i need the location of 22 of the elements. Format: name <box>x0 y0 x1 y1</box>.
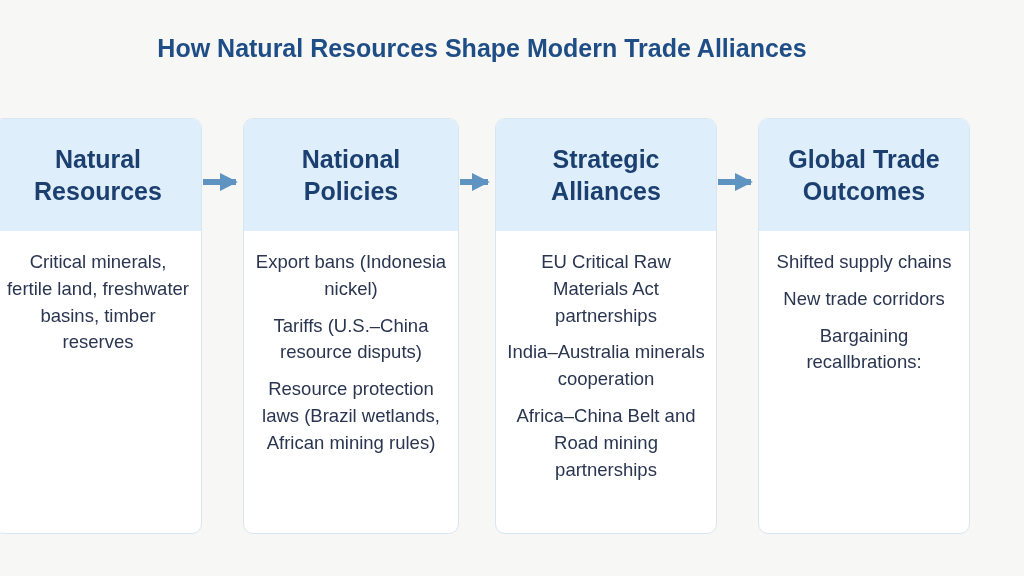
step-card <box>0 118 202 534</box>
card-heading: National Policies <box>300 143 402 207</box>
card-text: Critical minerals, fertile land, freshwater basins, timber reserves <box>6 250 190 355</box>
card-heading: Natural Resources <box>33 143 163 207</box>
step-card <box>758 118 970 534</box>
card-text: Export bans (Indonesia nickel) <box>254 250 448 301</box>
diagram-title: How Natural Resources Shape Modern Trade Alliances <box>156 34 808 63</box>
arrow <box>718 173 753 191</box>
card-heading: Strategic Alliances <box>550 143 662 207</box>
arrow <box>460 173 490 191</box>
step-card <box>495 118 717 534</box>
card-text: New trade corridors <box>783 286 945 311</box>
arrow <box>203 173 238 191</box>
card-text: Bargaining recallbrations: <box>805 323 923 375</box>
card-text: Resource protection laws (Brazil wetlands, African mining rules) <box>261 377 441 455</box>
card-text: Tariffs (U.S.–China resource disputs) <box>272 313 430 365</box>
card-text: EU Critical Raw Materials Act partnerships <box>540 250 672 328</box>
card-text: India–Australia minerals cooperation <box>506 340 706 392</box>
step-card <box>243 118 459 534</box>
card-heading: Global Trade Outcomes <box>787 143 941 207</box>
card-text: Shifted supply chains <box>776 250 952 274</box>
card-text: Africa–China Belt and Road mining partnerships <box>515 404 697 482</box>
